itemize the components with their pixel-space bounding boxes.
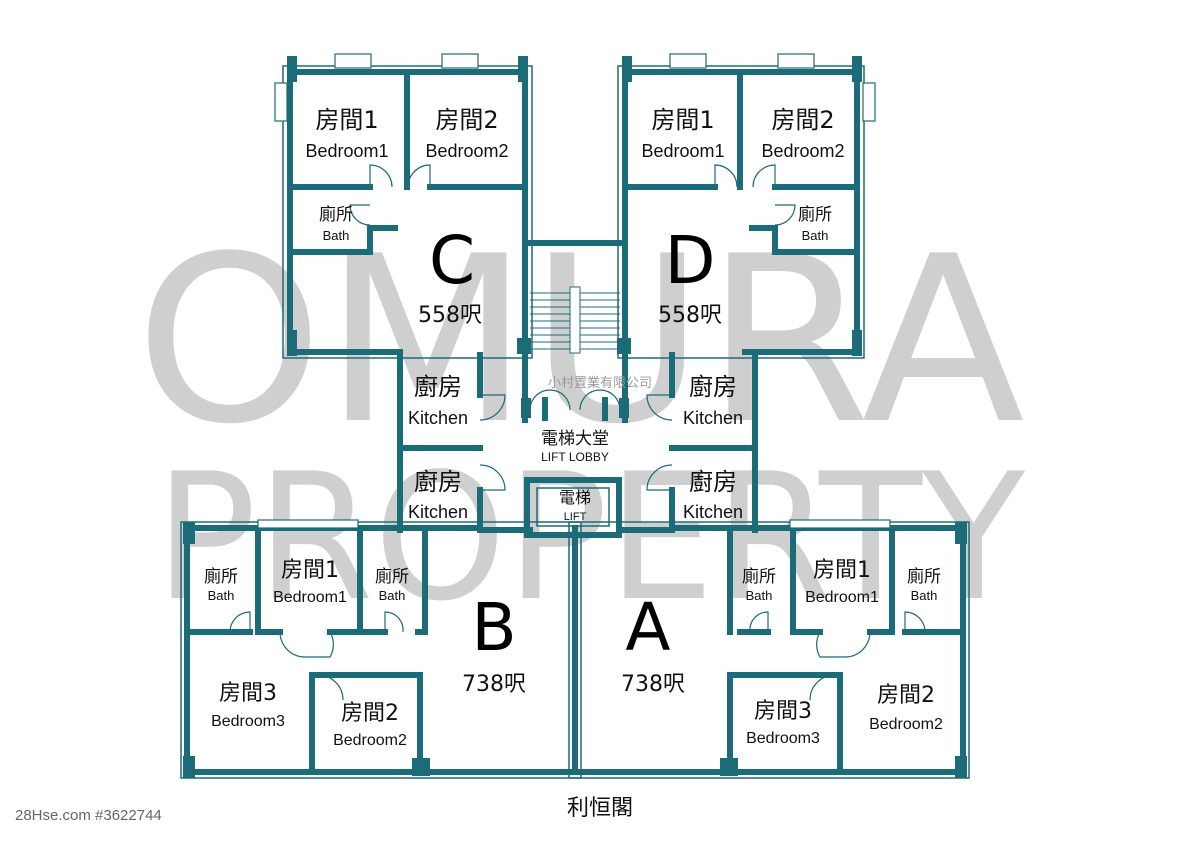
staircase xyxy=(530,286,620,354)
unit-d-area: 558呎 xyxy=(658,303,722,328)
unit-a-area: 738呎 xyxy=(621,672,685,697)
room-b-bed3-zh: 房間3 xyxy=(219,681,277,706)
room-b-bath2-en: Bath xyxy=(379,588,406,603)
windows xyxy=(257,53,891,529)
kitchen-b-en: Kitchen xyxy=(408,502,468,522)
room-b-bath1-en: Bath xyxy=(208,588,235,603)
room-a-bed2-zh: 房間2 xyxy=(877,683,935,708)
kitchen-a-zh: 廚房 xyxy=(689,468,737,496)
unit-b-letter: B xyxy=(471,589,516,666)
room-d-bed1-en: Bedroom1 xyxy=(641,141,724,161)
watermark-line2: PROPERTY xyxy=(155,437,1026,640)
unit-a-letter: A xyxy=(625,589,670,666)
room-c-bed2-zh: 房間2 xyxy=(435,106,498,134)
columns xyxy=(183,56,967,778)
listing-reference: 28Hse.com #3622744 xyxy=(15,807,162,824)
room-b-bed2-zh: 房間2 xyxy=(341,701,399,726)
kitchen-a-en: Kitchen xyxy=(683,502,743,522)
lift-en: LIFT xyxy=(564,511,587,523)
room-b-bath1-zh: 廁所 xyxy=(204,566,238,587)
room-c-bed2-en: Bedroom2 xyxy=(425,141,508,161)
unit-c-letter: C xyxy=(429,222,475,299)
lift-lobby-en: LIFT LOBBY xyxy=(541,450,609,464)
room-d-bed1-zh: 房間1 xyxy=(651,106,714,134)
watermark-company: 小村置業有限公司 xyxy=(548,375,652,391)
room-a-bed3-en: Bedroom3 xyxy=(746,730,820,747)
unit-c-area: 558呎 xyxy=(418,303,482,328)
kitchen-b-zh: 廚房 xyxy=(414,468,462,496)
kitchen-d-zh: 廚房 xyxy=(689,373,737,401)
room-d-bath-zh: 廁所 xyxy=(798,204,832,225)
room-d-bath-en: Bath xyxy=(802,228,829,243)
room-c-bath-zh: 廁所 xyxy=(319,204,353,225)
room-a-bed3-zh: 房間3 xyxy=(754,699,812,724)
room-b-bath2-zh: 廁所 xyxy=(375,566,409,587)
room-a-bath2-en: Bath xyxy=(911,588,938,603)
room-a-bed1-zh: 房間1 xyxy=(813,558,871,583)
room-c-bed1-zh: 房間1 xyxy=(315,106,378,134)
building-name: 利恒閣 xyxy=(567,796,633,821)
wall-inner-lines xyxy=(180,65,970,779)
room-a-bed1-en: Bedroom1 xyxy=(805,589,879,606)
room-a-bath1-zh: 廁所 xyxy=(742,566,776,587)
unit-b-area: 738呎 xyxy=(462,672,526,697)
room-a-bath2-zh: 廁所 xyxy=(907,566,941,587)
room-d-bed2-zh: 房間2 xyxy=(771,106,834,134)
watermark: OMURA PROPERTY xyxy=(135,208,1026,640)
unit-d-letter: D xyxy=(665,222,716,299)
room-d-bed2-en: Bedroom2 xyxy=(761,141,844,161)
room-c-bed1-en: Bedroom1 xyxy=(305,141,388,161)
room-b-bed1-en: Bedroom1 xyxy=(273,589,347,606)
door-swings xyxy=(229,164,926,701)
kitchen-c-zh: 廚房 xyxy=(414,373,462,401)
room-b-bed2-en: Bedroom2 xyxy=(333,732,407,749)
room-b-bed3-en: Bedroom3 xyxy=(211,713,285,730)
kitchen-c-en: Kitchen xyxy=(408,408,468,428)
lift-lobby-zh: 電梯大堂 xyxy=(541,429,609,449)
room-c-bath-en: Bath xyxy=(323,228,350,243)
lift-zh: 電梯 xyxy=(559,488,591,507)
room-b-bed1-zh: 房間1 xyxy=(281,558,339,583)
room-a-bath1-en: Bath xyxy=(746,588,773,603)
lift-car xyxy=(536,487,610,527)
kitchen-d-en: Kitchen xyxy=(683,408,743,428)
room-a-bed2-en: Bedroom2 xyxy=(869,716,943,733)
